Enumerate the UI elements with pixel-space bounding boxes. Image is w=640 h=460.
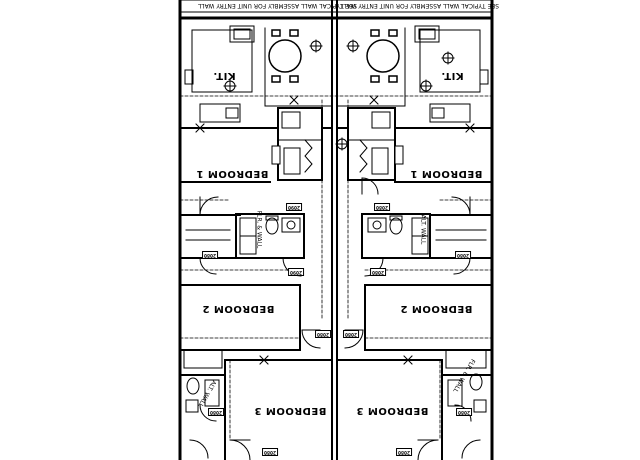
title-strip xyxy=(179,0,493,13)
bedroom-3-walls xyxy=(179,359,493,460)
door-tag: 2080 xyxy=(208,408,225,416)
door-tag: 2080 xyxy=(202,251,219,259)
right-wall-note-1: ALT. WALL xyxy=(419,214,427,245)
door-tag: 2080 xyxy=(370,268,387,276)
door-tag: 2080 xyxy=(455,251,472,259)
right-bedroom-3-label: BEDROOM 3 xyxy=(356,405,429,416)
door-tag: 2080 xyxy=(396,448,413,456)
door-tag: 2090 xyxy=(286,203,303,211)
title-note-right: SEE TYPICAL WALL ASSEMBLY FOR UNIT ENTRY… xyxy=(340,2,499,9)
door-tag: 2080 xyxy=(315,330,332,338)
title-note-left: SEE TYPICAL WALL ASSEMBLY FOR UNIT ENTRY… xyxy=(198,2,357,9)
door-tag: 2090 xyxy=(288,268,305,276)
door-tag: 2080 xyxy=(456,408,473,416)
door-swings xyxy=(189,177,481,460)
core-closets xyxy=(271,107,404,181)
right-bedroom-2-label: BEDROOM 2 xyxy=(400,303,473,314)
door-tag: 2080 xyxy=(262,448,279,456)
left-bedroom-2-label: BEDROOM 2 xyxy=(202,303,275,314)
wall-markers xyxy=(195,95,475,365)
kitchen-walls xyxy=(179,27,493,129)
left-bedroom-3-label: BEDROOM 3 xyxy=(254,405,327,416)
door-tag: 2080 xyxy=(343,330,360,338)
door-tag: 2080 xyxy=(374,203,391,211)
party-wall xyxy=(331,0,338,460)
bottom-bath-fixtures xyxy=(183,349,487,413)
left-wall-note-1: FLR. & WALL xyxy=(255,210,263,249)
bath-fixtures xyxy=(185,215,487,255)
right-kitchen-label: KIT. xyxy=(441,70,464,81)
right-bedroom-1-label: BEDROOM 1 xyxy=(410,168,483,179)
dimension-lines xyxy=(179,95,493,441)
left-bedroom-1-label: BEDROOM 1 xyxy=(196,168,269,179)
hall-markers xyxy=(304,139,368,173)
kitchen-sinks xyxy=(184,25,489,123)
dining-tables xyxy=(268,29,400,83)
bedroom-1-walls xyxy=(179,181,493,216)
fixture-symbols xyxy=(223,39,455,151)
left-kitchen-label: KIT. xyxy=(213,70,236,81)
